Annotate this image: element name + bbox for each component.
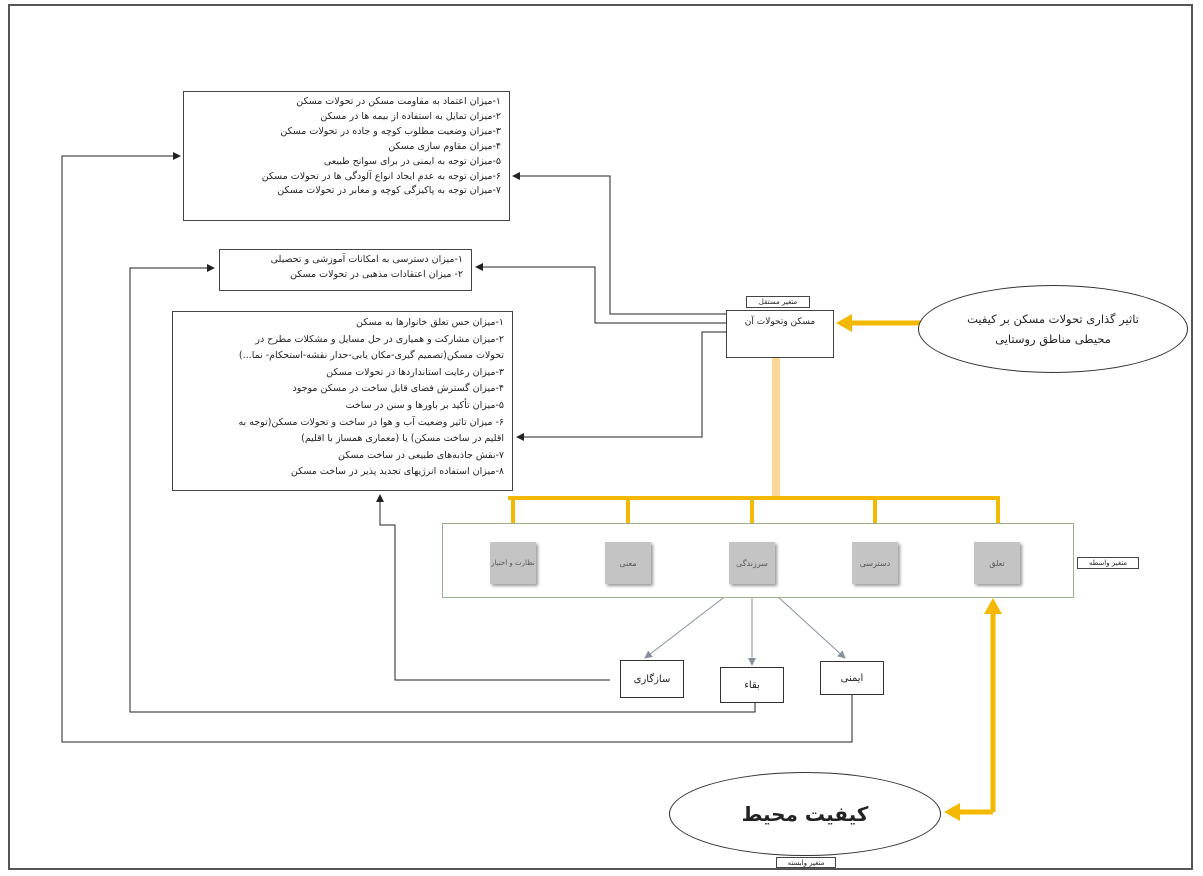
- security-item-4: ۴-میزان مقاوم سازی مسکن: [388, 140, 501, 152]
- mediator-meaning: معنی: [605, 542, 651, 584]
- independent-variable-tag: متغیر مستقل: [746, 296, 810, 308]
- security-node: ایمنی: [820, 661, 884, 695]
- survival-node: بقاء: [720, 667, 784, 703]
- mediator-access: دسترسی: [852, 542, 898, 584]
- security-item-1: ۱-میزان اعتماد به مقاومت مسکن در تحولات …: [296, 96, 501, 107]
- adaptation-item-4: ۴-میزان گسترش فضای قابل ساخت در مسکن موج…: [292, 383, 505, 395]
- diagram-frame: [8, 4, 1193, 870]
- adaptation-indicator-list: ۱-میزان حس تعلق خانوارها به مسکن ۲-میزان…: [172, 311, 513, 491]
- mediator-control: نظارت و اختیار: [490, 542, 536, 584]
- mediator-belonging: تعلق: [974, 542, 1020, 584]
- security-item-3: ۳-میزان وضعیت مطلوب کوچه و جاده در تحولا…: [280, 125, 501, 137]
- adaptation-item-2b: تحولات مسکن(تصمیم گیری-مکان یابی-حدار نق…: [238, 350, 504, 362]
- adaptation-item-7: ۷-نقش جاذبه‌های طبیعی در ساخت مسکن: [338, 449, 504, 461]
- mediator-variable-tag: متغیر واسطه: [1077, 557, 1139, 569]
- mediator-vitality: سرزندگی: [729, 542, 775, 584]
- adaptation-item-2: ۲-میزان مشارکت و همیاری در حل مسایل و مش…: [255, 333, 504, 345]
- survival-item-1: ۱-میزان دسترسی به امکانات آموزشی و تحصیل…: [270, 254, 463, 265]
- security-item-6: ۶-میزان توجه به عدم ایجاد انواع آلودگی ه…: [261, 170, 501, 182]
- adaptation-node: سازگاری: [620, 660, 684, 698]
- dependent-variable-tag: متغیر وابسته: [776, 857, 836, 868]
- outcome-arrow: [944, 803, 960, 821]
- adaptation-item-6b: اقلیم در ساخت مسکن) یا (معماری همساز با …: [301, 433, 504, 445]
- security-item-7: ۷-میزان توجه به پاکیزگی کوچه و معابر در …: [277, 185, 501, 197]
- adaptation-item-6: ۶- میزان تاثیر وضعیت آب و هوا در ساخت و …: [238, 416, 504, 428]
- security-item-5: ۵-میزان توجه به ایمنی در برای سوانح طبیع…: [323, 155, 501, 167]
- topic-ellipse: تاثیر گذاری تحولات مسکن بر کیفیت محیطی م…: [918, 285, 1188, 373]
- topic-arrow: [836, 314, 852, 332]
- adaptation-item-5: ۵-میزان تأکید بر باورها و سنن در ساخت: [345, 399, 504, 411]
- security-indicator-list: ۱-میزان اعتماد به مقاومت مسکن در تحولات …: [183, 91, 510, 221]
- adaptation-item-3: ۳-میزان رعایت استانداردها در تحولات مسکن: [326, 366, 504, 378]
- housing-node: مسکن وتحولات آن: [726, 310, 834, 358]
- survival-item-2: ۲- میزان اعتقادات مذهبی در تحولات مسکن: [290, 268, 463, 280]
- outcome-ellipse: کیفیت محیط: [669, 772, 941, 856]
- adaptation-item-1: ۱-میزان حس تعلق خانوارها به مسکن: [356, 317, 504, 328]
- security-item-2: ۲-میزان تمایل به استفاده از بیمه ها در م…: [320, 110, 501, 122]
- survival-indicator-list: ۱-میزان دسترسی به امکانات آموزشی و تحصیل…: [219, 249, 472, 291]
- adaptation-item-8: ۸-میزان استفاده انرژیهای تجدید پذیر در س…: [290, 466, 504, 478]
